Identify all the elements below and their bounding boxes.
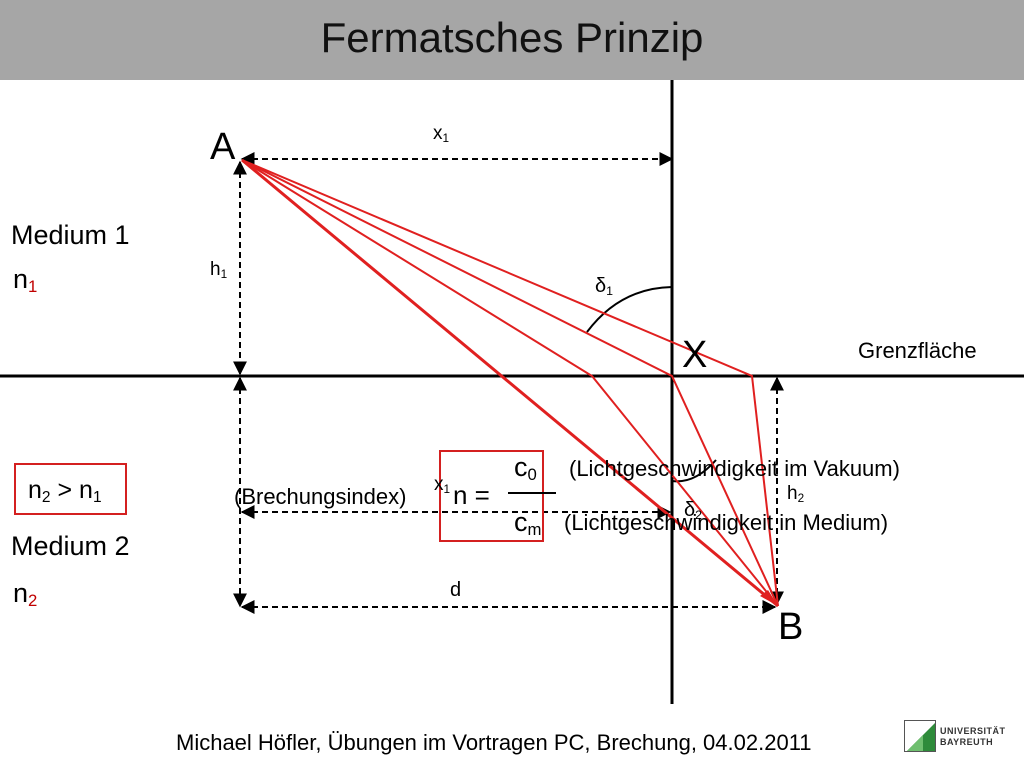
d-label: d (450, 579, 462, 601)
university-logo: UNIVERSITÄT BAYREUTH (904, 720, 1016, 754)
n1-label: n1 (13, 264, 38, 297)
h2-label: h2 (787, 483, 805, 505)
formula-name: (Brechungsindex) (234, 484, 407, 509)
point-x-label: X (682, 334, 708, 376)
logo-mark (904, 720, 936, 752)
fraction-line (508, 492, 556, 494)
formula-box (439, 450, 544, 542)
title-bar (0, 0, 1024, 80)
page-title: Fermatsches Prinzip (320, 14, 704, 61)
point-a-label: A (210, 126, 236, 168)
formula-numerator: c0 (514, 452, 537, 485)
ray-path-3 (241, 159, 779, 607)
medium-1-label: Medium 1 (11, 220, 130, 250)
denominator-note: (Lichtgeschwindigkeit in Medium) (564, 510, 889, 535)
footer: Michael Höfler, Übungen im Vortragen PC,… (176, 730, 812, 755)
delta2-label: δ2 (684, 499, 703, 523)
condition-box (14, 463, 127, 515)
x1-mid-label: x1 (434, 474, 451, 496)
n2-label: n2 (13, 578, 38, 611)
interface-label: Grenzfläche (858, 338, 977, 363)
delta1-label: δ1 (595, 275, 614, 299)
h1-label: h1 (210, 259, 228, 281)
ray-arrowhead (760, 590, 778, 606)
point-b-label: B (778, 606, 804, 648)
delta1-arc (586, 286, 673, 333)
condition-text: n2 > n1 (28, 476, 102, 506)
ray-path-1 (241, 159, 779, 607)
ray-path-2 (241, 159, 779, 607)
ray-direct (241, 158, 779, 608)
logo-text-line2: BAYREUTH (940, 737, 994, 747)
logo-mark-graphic (907, 723, 935, 751)
numerator-note: (Lichtgeschwindigkeit im Vakuum) (569, 456, 900, 481)
formula-denominator: cm (514, 507, 542, 540)
x1-top-label: x1 (433, 123, 450, 145)
medium-2-label: Medium 2 (11, 531, 130, 561)
formula-lhs: n = (453, 480, 490, 510)
logo-text-line1: UNIVERSITÄT (940, 726, 1006, 736)
